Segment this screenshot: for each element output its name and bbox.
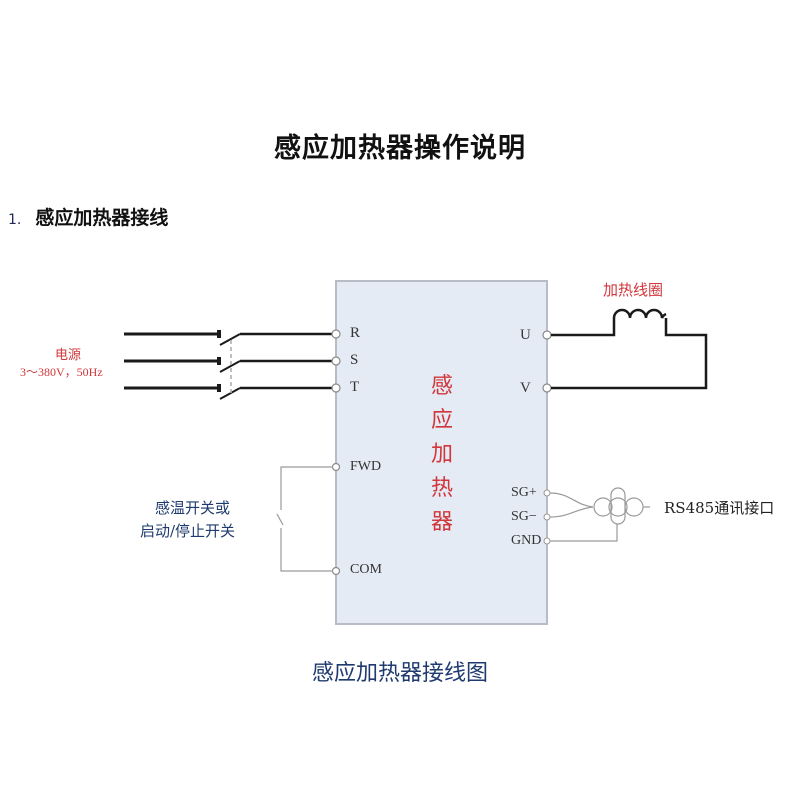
device-char: 加 xyxy=(430,442,453,467)
power-supply-spec: 3～380V，50Hz xyxy=(20,365,103,379)
device-char: 器 xyxy=(430,510,453,535)
device-char: 应 xyxy=(430,408,453,433)
terminal-s: S xyxy=(350,352,359,368)
terminal-gnd: GND xyxy=(511,533,542,548)
terminal-sg-minus: SG− xyxy=(511,509,537,524)
diagram-caption: 感应加热器接线图 xyxy=(311,661,488,686)
switch-label-line1: 感温开关或 xyxy=(155,499,231,517)
device-box xyxy=(335,280,548,625)
breaker-switches xyxy=(219,333,241,400)
device-char: 感 xyxy=(430,374,453,399)
device-label: 感 应 加 热 器 xyxy=(427,370,457,540)
document-title: 感应加热器操作说明 xyxy=(274,133,526,164)
terminal-fwd: FWD xyxy=(350,459,382,474)
coil-label: 加热线圈 xyxy=(603,281,664,299)
rs485-label: RS485通讯接口 xyxy=(664,499,775,517)
terminal-t: T xyxy=(350,379,360,395)
rs485-wiring xyxy=(549,487,650,542)
section-number: 1. xyxy=(8,212,22,228)
terminal-circles-left xyxy=(331,329,341,576)
terminal-com: COM xyxy=(350,562,382,577)
device-char: 热 xyxy=(430,476,453,501)
control-switch-wiring xyxy=(276,466,333,572)
section-title: 感应加热器接线 xyxy=(35,207,169,229)
coil-wiring xyxy=(551,308,708,390)
terminal-circles-right xyxy=(542,330,552,393)
power-supply-label: 电源 xyxy=(55,347,82,362)
terminal-sg-plus: SG+ xyxy=(511,485,537,500)
breaker-icon xyxy=(217,330,221,392)
terminal-r: R xyxy=(350,325,361,341)
section-heading: 1. 感应加热器接线 xyxy=(8,203,168,230)
terminal-v: V xyxy=(520,380,531,396)
power-lines xyxy=(124,332,218,390)
switch-label-line2: 启动/停止开关 xyxy=(140,522,236,540)
terminal-u: U xyxy=(520,327,531,343)
